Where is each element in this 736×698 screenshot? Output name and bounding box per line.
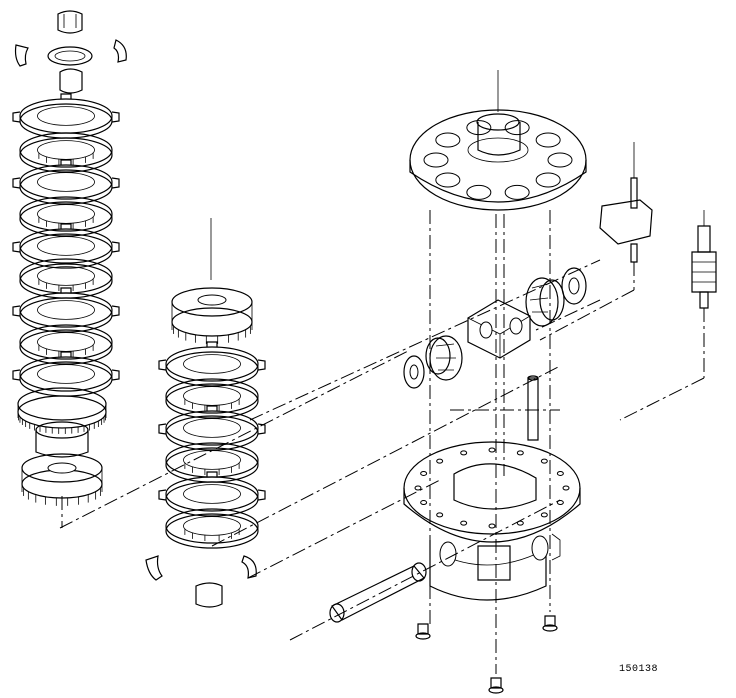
left-top-ring (47, 46, 93, 66)
left-clip-a (14, 44, 29, 67)
clutch-plate (12, 93, 120, 139)
middle-clip-a (145, 555, 163, 581)
clutch-plate (165, 442, 259, 483)
left-side-gear (21, 421, 103, 506)
bottom-bolt-right (542, 615, 558, 632)
cross-shaft (329, 562, 427, 623)
thrust-washer-left (403, 355, 425, 389)
left-clip-b (113, 39, 127, 63)
case-screw-right (691, 210, 717, 378)
left-ring-gear (17, 387, 107, 434)
pin (527, 375, 539, 441)
case-cover (409, 70, 587, 211)
clutch-plate (19, 258, 113, 299)
clutch-plate (19, 196, 113, 237)
clutch-plate (12, 159, 120, 205)
pinion-gear-right (525, 277, 565, 327)
left-spacer (59, 68, 83, 94)
pinion-shaft-block (467, 299, 531, 359)
clutch-plate (12, 287, 120, 333)
figure-reference-number: 150138 (619, 664, 659, 675)
clutch-plate (158, 341, 266, 387)
left-clutch-pack (12, 10, 127, 506)
clutch-plate (19, 132, 113, 173)
clutch-plate (165, 378, 259, 419)
bottom-bolt-left (415, 623, 431, 640)
middle-bottom-cap (195, 582, 223, 608)
left-top-cap (57, 10, 83, 34)
bottom-bolt-center (488, 677, 504, 694)
clutch-plate (12, 223, 120, 269)
assembly-centerlines (59, 210, 705, 674)
pinion-gear-left (425, 335, 463, 381)
thrust-washer-right (561, 267, 587, 305)
middle-pinion-gear (171, 287, 253, 344)
middle-clutch-pack (145, 218, 266, 608)
clutch-plate (19, 324, 113, 365)
clutch-plate (165, 508, 259, 549)
case-body (403, 441, 581, 601)
clutch-plate (158, 405, 266, 451)
case-bolt (599, 142, 653, 290)
clutch-plate (158, 471, 266, 517)
